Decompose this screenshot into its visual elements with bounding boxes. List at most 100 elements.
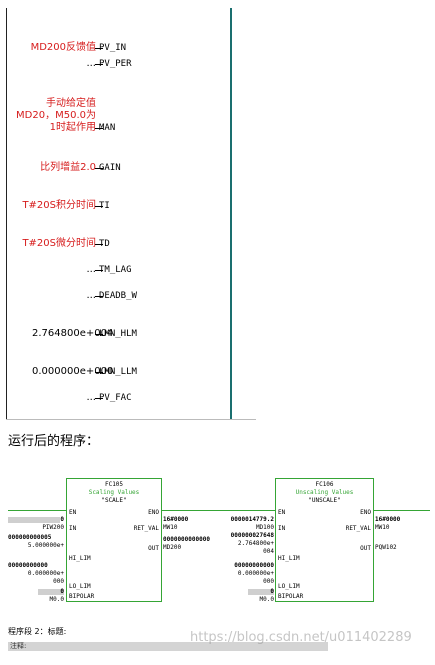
rung-wire-mid [160, 510, 275, 511]
pin-wire [95, 128, 103, 129]
pin-wire [95, 334, 103, 335]
pin-name: PV_IN [99, 43, 127, 53]
fc106-pin-in[interactable]: IN [278, 525, 286, 532]
pin-name: TD [99, 239, 110, 249]
pid-input-panel: MD200反馈值 PV_IN ... PV_PER 手动给定值MD20，M50.… [6, 8, 256, 420]
fc106-hi-text: 2.764800e+ [237, 540, 274, 547]
pin-row-pv-in[interactable]: MD200反馈值 PV_IN [6, 18, 256, 54]
network-2-comment-label: 注释: [10, 642, 27, 650]
fc105-pin-bipolar[interactable]: BIPOLAR [69, 593, 95, 600]
pin-name: PV_FAC [99, 393, 132, 403]
fc106-bipolar-bar [248, 589, 274, 595]
fc106-retval-address: MW10 [375, 524, 390, 531]
right-rail [230, 8, 232, 420]
fc105-pin-lo-lim[interactable]: LO_LIM [69, 583, 91, 590]
fc105-out-value: 0000000000000 [163, 536, 210, 543]
pin-name: DEADB_W [99, 291, 137, 301]
fc106-in-address: MD100 [255, 524, 274, 531]
pin-wire [95, 64, 103, 65]
fc106-pin-out[interactable]: OUT [360, 545, 371, 552]
fc106-pin-eno[interactable]: ENO [360, 509, 371, 516]
pin-name: MAN [99, 123, 116, 133]
fc106-symbol: "UNSCALE" [308, 497, 341, 504]
pin-row-td[interactable]: T#20S微分时间 TD [6, 222, 256, 250]
pin-wire [95, 398, 103, 399]
fc106-number: FC106 [315, 481, 334, 488]
fc105-en-value: 0 [60, 516, 64, 523]
pin-row-tm-lag[interactable]: ... TM_LAG [6, 262, 256, 276]
fc106-pin-hi-lim[interactable]: HI_LIM [278, 555, 300, 562]
pin-value: T#20S微分时间 [22, 238, 96, 249]
fc106-lo-value: 00000000000 [234, 562, 274, 569]
fc105-out-address: MD200 [163, 544, 182, 551]
pin-value: 比列增益2.0 [40, 162, 96, 173]
pin-name: LMN_HLM [99, 329, 137, 339]
panel-bottom-edge [6, 419, 256, 420]
pin-row-pv-per[interactable]: ... PV_PER [6, 56, 256, 70]
fc105-pin-in[interactable]: IN [69, 525, 77, 532]
pin-wire [95, 206, 103, 207]
pin-value: ... [86, 58, 96, 69]
network-2-title[interactable]: 程序段 2：标题: [8, 627, 67, 636]
pin-name: GAIN [99, 163, 121, 173]
network-2-comment-bar[interactable] [8, 642, 328, 651]
fc106-bipolar-address: M0.0 [259, 596, 274, 603]
fc106-out-address: PQW102 [375, 544, 397, 551]
fc106-pin-en[interactable]: EN [278, 509, 286, 516]
fc106-bipolar-value: 0 [270, 588, 274, 595]
fc105-bipolar-address: M0.0 [49, 596, 64, 603]
pin-value: MD200反馈值 [30, 42, 96, 53]
fc106-lo-suffix: 000 [263, 578, 274, 585]
pin-value: 手动给定值MD20，M50.0为1时起作用 [16, 98, 96, 133]
fc105-retval-address: MW10 [163, 524, 178, 531]
pin-wire [95, 48, 103, 49]
fc106-pin-bipolar[interactable]: BIPOLAR [278, 593, 304, 600]
pin-wire [95, 296, 103, 297]
pin-value: ... [86, 264, 96, 275]
pin-name: LMN_LLM [99, 367, 137, 377]
pin-name: TM_LAG [99, 265, 132, 275]
fc106-in-value: 0000014779.2 [230, 516, 274, 523]
fc105-lo-suffix: 000 [53, 578, 64, 585]
fc106-retval-value: 16#0000 [375, 516, 401, 523]
pin-wire [95, 168, 103, 169]
pin-row-man[interactable]: 手动给定值MD20，M50.0为1时起作用 MAN [6, 80, 256, 134]
fc105-pin-en[interactable]: EN [69, 509, 77, 516]
fc106-pin-lo-lim[interactable]: LO_LIM [278, 583, 300, 590]
rung-wire-right [372, 510, 430, 511]
fc106-hi-suffix: 004 [263, 548, 274, 555]
fc106-lo-text: 0.000000e+ [237, 570, 274, 577]
fc105-bipolar-value: 0 [60, 588, 64, 595]
fc106-pin-ret-val[interactable]: RET_VAL [345, 525, 371, 532]
fc106-title: Unscaling Values [295, 489, 354, 496]
fc105-en-bar [8, 517, 60, 523]
pin-wire [95, 372, 103, 373]
fc105-pin-ret-val[interactable]: RET_VAL [133, 525, 159, 532]
section-caption: 运行后的程序： [8, 434, 100, 449]
fc105-pin-eno[interactable]: ENO [148, 509, 159, 516]
pin-name: TI [99, 201, 110, 211]
pin-value: T#20S积分时间 [22, 200, 96, 211]
fc105-block[interactable]: FC105 Scaling Values "SCALE" EN IN HI_LI… [66, 478, 162, 602]
fc105-symbol: "SCALE" [101, 497, 127, 504]
fc106-block[interactable]: FC106 Unscaling Values "UNSCALE" EN IN H… [275, 478, 374, 602]
pin-value: 2.764800e+004 [32, 328, 114, 339]
pin-wire [95, 270, 103, 271]
pin-row-deadb-w[interactable]: ... DEADB_W [6, 288, 256, 302]
pin-row-ti[interactable]: T#20S积分时间 TI [6, 184, 256, 212]
watermark: https://blog.csdn.net/u011402289 [190, 630, 412, 645]
fc105-lo-value: 00000000000 [8, 562, 48, 569]
fc105-pin-hi-lim[interactable]: HI_LIM [69, 555, 91, 562]
fc105-pin-out[interactable]: OUT [148, 545, 159, 552]
fc105-bipolar-bar [38, 589, 64, 595]
pin-row-pv-fac[interactable]: ... PV_FAC [6, 390, 256, 404]
pin-row-gain[interactable]: 比列增益2.0 GAIN [6, 146, 256, 174]
pin-value: ... [86, 290, 96, 301]
fc105-lo-text: 0.000000e+ [27, 570, 64, 577]
fc105-hi-text: 5.000000e+ [27, 542, 64, 549]
pin-row-lmn-hlm[interactable]: 2.764800e+004 LMN_HLM [6, 314, 256, 340]
pin-row-lmn-llm[interactable]: 0.000000e+000 LMN_LLM [6, 352, 256, 378]
fc105-in-address: PIW200 [42, 524, 64, 531]
left-rail [6, 8, 7, 420]
pin-name: PV_PER [99, 59, 132, 69]
